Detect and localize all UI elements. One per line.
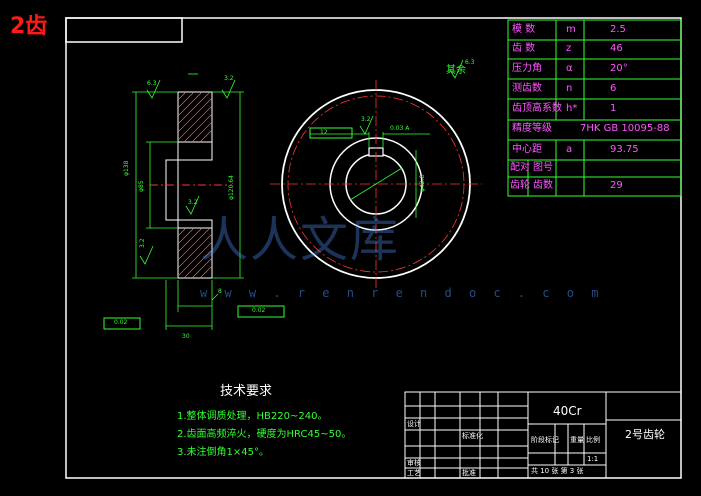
- param-name: 压力角: [512, 63, 542, 74]
- sheet-text: 共 10 张 第 3 张: [531, 467, 584, 475]
- design-label: 设计: [407, 420, 421, 428]
- param-symbol: n: [566, 83, 573, 94]
- tol-2: 0.02: [252, 307, 266, 314]
- param-name: 配对: [510, 162, 530, 173]
- dim-d2: φ85: [138, 180, 145, 192]
- param-symbol: z: [566, 43, 572, 54]
- params-table-grid: [507, 19, 682, 197]
- stage-label: 阶段标记: [531, 436, 559, 444]
- ra-5: 3.2: [361, 116, 371, 123]
- sheet-border: [65, 17, 682, 479]
- material: 40Cr: [553, 404, 582, 418]
- param-symbol: h*: [566, 103, 578, 114]
- ra-6: 6.3: [465, 59, 475, 66]
- param-value: 6: [610, 83, 617, 94]
- part-name: 2号齿轮: [625, 428, 665, 441]
- param-name: 中心距: [512, 144, 542, 155]
- tech-req-item-3: 3.未注倒角1×45°。: [177, 447, 270, 458]
- param-symbol: m: [566, 24, 576, 35]
- ra-1: 6.3: [147, 80, 157, 87]
- dim-d1: φ138: [123, 160, 130, 176]
- param-symbol: 图号: [533, 162, 553, 173]
- dim-d5: φ42.8: [419, 174, 426, 192]
- code-box: [65, 17, 183, 43]
- param-name: 测齿数: [512, 83, 542, 94]
- ra-4: 3.2: [139, 238, 146, 248]
- tooth-zone-lower: [177, 227, 213, 279]
- dim-w2: 8: [218, 288, 222, 295]
- hatching-upper: [177, 91, 213, 143]
- front-tolerance-box: [309, 127, 353, 139]
- surface-note: 其余: [446, 65, 466, 76]
- front-view: [270, 59, 482, 288]
- param-value: 2.5: [610, 24, 626, 35]
- key-tol: 12: [320, 129, 328, 136]
- param-symbol: a: [566, 144, 573, 155]
- hatching-lower: [177, 227, 213, 279]
- param-value: 7HK GB 10095-88: [580, 123, 670, 134]
- param-value: 93.75: [610, 144, 639, 155]
- param-name: 齿顶高系数: [512, 103, 562, 114]
- param-name: 模 数: [512, 24, 536, 35]
- review-label: 审核: [407, 459, 421, 467]
- title-block-grid: [404, 391, 682, 479]
- param-value: 29: [610, 180, 623, 191]
- tol-1: 0.02: [114, 319, 128, 326]
- param-value: 46: [610, 43, 623, 54]
- param-symbol: α: [566, 63, 573, 74]
- tech-req-title: 技术要求: [220, 384, 273, 399]
- param-value: 20°: [610, 63, 628, 74]
- corner-label: 2齿: [10, 14, 48, 39]
- tech-req-item-1: 1.整体调质处理，HB220~240。: [177, 411, 328, 422]
- param-value: 1: [610, 103, 617, 114]
- dim-w1: 30: [182, 333, 190, 340]
- process-label: 工艺: [407, 469, 421, 477]
- param-symbol: 齿数: [533, 180, 553, 191]
- ra-3: 3.2: [188, 199, 198, 206]
- param-name: 齿 数: [512, 43, 536, 54]
- standard-label: 标准化: [462, 432, 483, 440]
- watermark-url: w w w . r e n r e n d o c . c o m: [200, 286, 604, 300]
- watermark: 人人文库: [200, 212, 401, 268]
- scale-value: 1:1: [587, 455, 599, 463]
- param-name: 齿轮: [510, 180, 530, 191]
- key-dim: 0.03 A: [390, 125, 410, 132]
- tooth-zone-upper: [177, 91, 213, 143]
- tolerance-box-2: [237, 305, 285, 318]
- approve-label: 批准: [462, 469, 476, 477]
- section-dims: [132, 73, 244, 330]
- dim-d3: φ120.64: [228, 175, 235, 200]
- weight-label: 重量: [570, 436, 584, 444]
- tolerance-box-1: [103, 317, 141, 330]
- param-name: 精度等级: [512, 123, 552, 134]
- front-dims: [310, 59, 464, 218]
- scale-label: 比例: [586, 436, 600, 444]
- section-view: [103, 73, 285, 330]
- tech-req-item-2: 2.齿面高频淬火，硬度为HRC45~50。: [177, 429, 352, 440]
- ra-2: 3.2: [224, 75, 234, 82]
